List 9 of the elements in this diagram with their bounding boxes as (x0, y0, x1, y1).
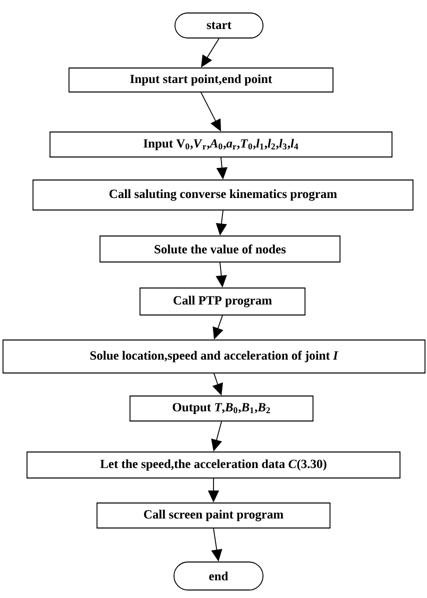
process-box: Input V$_{0}$,V$_{r}$,A$_{0}$,a$_{r}$,T$_{0}$,l$_{1}$,l$_{2}$,l$_{3}$,l$_{4}$ (50, 132, 392, 158)
process-box: Solute the value of nodes (100, 236, 340, 262)
process-box: Call screen paint program (96, 502, 330, 528)
process-box: Output T,B$_{0}$,B$_{1}$,B$_{2}$ (130, 396, 314, 422)
process-box: Input start point,end point (68, 68, 334, 92)
process-box: Let the speed,the acceleration data C(3.30) (26, 452, 400, 478)
process-box: Solue location,speed and acceleration of joint I (2, 340, 426, 374)
process-box: Call saluting converse kinematics program (32, 180, 414, 210)
process-box: Call PTP program (140, 288, 306, 316)
